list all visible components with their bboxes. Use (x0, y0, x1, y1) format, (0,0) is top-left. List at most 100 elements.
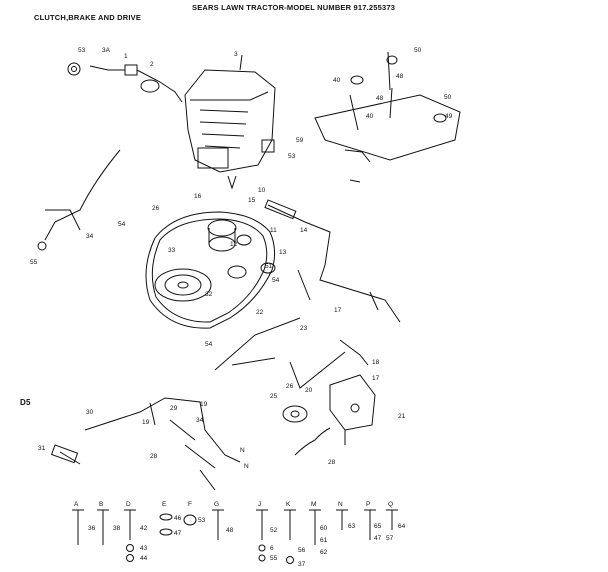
callout-number: 28 (328, 459, 336, 466)
callout-number: 26 (152, 205, 160, 212)
callout-number: 55 (30, 259, 38, 266)
drive-belt (145, 211, 276, 329)
callout-number: 19 (200, 401, 208, 408)
callout-number: N (244, 463, 249, 470)
callout-number: 54 (205, 341, 213, 348)
brake-rod (214, 269, 369, 389)
callout-number: 34 (86, 233, 94, 240)
legend-part: 46 (174, 515, 182, 522)
callout-number: 54 (118, 221, 126, 228)
return-spring (294, 427, 331, 456)
callout-number: N (240, 447, 245, 454)
callout-number: 20 (305, 387, 313, 394)
legend-part: 56 (298, 547, 306, 554)
callout-number: 32 (205, 291, 213, 298)
callout-number: 59 (296, 137, 304, 144)
legend-key: G (214, 501, 219, 508)
callout-number: 22 (256, 309, 264, 316)
callout-number: 15 (248, 197, 256, 204)
hardware-bolt-glyphs (72, 509, 398, 564)
callout-number: 25 (270, 393, 278, 400)
legend-part: 36 (88, 525, 96, 532)
callout-number: 26 (286, 383, 294, 390)
callout-number: 33 (168, 247, 176, 254)
callout-number: 14 (300, 227, 308, 234)
legend-key: N (338, 501, 343, 508)
callout-number: 11 (270, 227, 277, 234)
callout-number: 31 (38, 445, 46, 452)
legend-part: 44 (140, 555, 148, 562)
callout-number: 1 (124, 53, 128, 60)
callout-number: 30 (86, 409, 94, 416)
legend-part: 52 (270, 527, 278, 534)
callout-number: 10 (258, 187, 266, 194)
engine-pulley (207, 219, 252, 252)
callout-number: 48 (396, 73, 404, 80)
callout-number: 53 (78, 47, 86, 54)
main-pulley (154, 268, 212, 302)
callout-number: 54 (272, 277, 280, 284)
callout-number: 28 (150, 453, 158, 460)
legend-part: 43 (140, 545, 148, 552)
legend-part: 61 (320, 537, 328, 544)
brake-cable (37, 149, 121, 251)
legend-key: D (126, 501, 131, 508)
callout-number: 50 (414, 47, 422, 54)
callout-number: 21 (398, 413, 406, 420)
pedal-bracket-assembly (314, 51, 461, 183)
legend-part: 60 (320, 525, 328, 532)
callout-number: 53 (288, 153, 296, 160)
legend-key: P (366, 501, 370, 508)
legend-part: 65 (374, 523, 382, 530)
engine (184, 54, 276, 190)
callout-number: 3A (102, 47, 111, 54)
callout-number: 17 (334, 307, 342, 314)
legend-key: J (258, 501, 261, 508)
legend-key: E (162, 501, 167, 508)
idler-pulley (227, 262, 276, 279)
legend-part: 55 (270, 555, 278, 562)
legend-part: 38 (113, 525, 121, 532)
callout-number: 16 (194, 193, 202, 200)
legend-key: F (188, 501, 192, 508)
axle-assembly (50, 397, 241, 491)
callout-number: 3 (234, 51, 238, 58)
clutch-rod (264, 199, 401, 323)
callout-number: 40 (333, 77, 341, 84)
brake-disc (282, 405, 308, 423)
legend-part: 42 (140, 525, 148, 532)
legend-key: B (99, 501, 103, 508)
brake-bracket (329, 374, 376, 445)
callout-number: 49 (445, 113, 453, 120)
callout-number: 19 (142, 419, 150, 426)
legend-part: 57 (386, 535, 394, 542)
legend-key: M (311, 501, 316, 508)
callout-number: 51 (265, 263, 273, 270)
choke-cable-assembly (67, 62, 183, 103)
callout-number: 34 (196, 417, 204, 424)
callout-number: 12 (230, 241, 238, 248)
section-title: CLUTCH,BRAKE AND DRIVE (34, 13, 142, 22)
legend-part: 48 (226, 527, 234, 534)
callout-number: 40 (366, 113, 374, 120)
callout-number: 17 (372, 375, 380, 382)
callout-number: 13 (279, 249, 287, 256)
callout-number: 48 (376, 95, 384, 102)
legend-part: 63 (348, 523, 356, 530)
legend-part: 64 (398, 523, 406, 530)
legend-part: 47 (374, 535, 382, 542)
legend-part: 37 (298, 561, 306, 568)
sheet-code: D5 (20, 398, 31, 407)
legend-key: K (286, 501, 291, 508)
callout-number: 18 (372, 359, 380, 366)
diagram-title: SEARS LAWN TRACTOR-MODEL NUMBER 917.2553… (192, 3, 396, 12)
legend-part: 47 (174, 530, 182, 537)
legend-key: A (74, 501, 79, 508)
callout-number: 23 (300, 325, 308, 332)
legend-part: 53 (198, 517, 206, 524)
callout-number: 2 (150, 61, 154, 68)
